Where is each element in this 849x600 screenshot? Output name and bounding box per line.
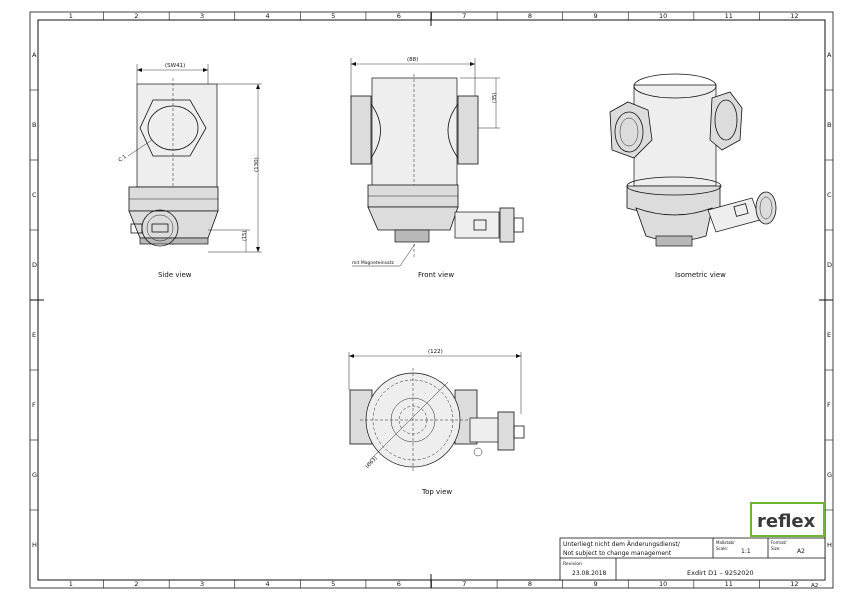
top-dim-diameter: (Ø63): [364, 455, 379, 470]
top-view-label: Top view: [421, 488, 452, 496]
note-de: Unterliegt nicht dem Änderungsdienst/: [563, 541, 681, 548]
zone-column-12: 12: [790, 580, 798, 588]
zone-row-F: F: [827, 401, 831, 409]
zone-column-7: 7: [462, 580, 466, 588]
side-chamfer-label: C 1: [118, 154, 128, 164]
zone-row-D: D: [32, 261, 37, 269]
zone-row-F: F: [32, 401, 36, 409]
zone-column-8: 8: [528, 12, 532, 20]
zone-row-G: G: [827, 471, 832, 479]
front-dim-side: (35): [492, 93, 498, 103]
zone-column-6: 6: [397, 12, 401, 20]
zone-column-11: 11: [725, 12, 733, 20]
zone-row-G: G: [32, 471, 37, 479]
zone-row-C: C: [32, 191, 37, 199]
zone-row-H: H: [32, 541, 37, 549]
title-block: Unterliegt nicht dem Änderungsdienst/ No…: [559, 537, 826, 589]
front-callout: mit Magneteinsatz: [352, 260, 394, 266]
format-value: A2: [797, 548, 805, 555]
zone-column-4: 4: [266, 580, 270, 588]
part-title: Exdirt D1 – 9252020: [687, 569, 754, 577]
zone-column-2: 2: [134, 580, 138, 588]
format-label-de: Format/: [771, 540, 787, 545]
side-view: (SW41) C 1 (130) (15) Side view: [118, 63, 262, 279]
zone-row-E: E: [827, 331, 831, 339]
zone-column-3: 3: [200, 580, 204, 588]
zone-column-9: 9: [593, 12, 597, 20]
logo-text: reflex: [757, 511, 816, 532]
revision-label: Revision: [563, 561, 582, 567]
zone-row-B: B: [827, 121, 831, 129]
zone-row-B: B: [32, 121, 36, 129]
zone-column-12: 12: [790, 12, 798, 20]
zone-column-5: 5: [331, 12, 335, 20]
top-view: (122) (Ø63) Top view: [348, 349, 525, 496]
zone-column-8: 8: [528, 580, 532, 588]
zone-column-10: 10: [659, 580, 667, 588]
scale-label-en: Scale:: [716, 546, 728, 551]
zone-column-5: 5: [331, 580, 335, 588]
zone-column-2: 2: [134, 12, 138, 20]
zone-row-A: A: [827, 51, 832, 59]
side-dim-height: (130): [254, 157, 260, 172]
reflex-logo: reflex: [750, 502, 825, 537]
zone-column-9: 9: [593, 580, 597, 588]
isometric-view: Isometric view: [609, 73, 777, 279]
scale-label-de: Maßstab/: [716, 540, 735, 545]
front-view-label: Front view: [418, 271, 454, 279]
zone-row-D: D: [827, 261, 832, 269]
zone-row-H: H: [827, 541, 832, 549]
front-dim-width: (88): [407, 57, 418, 63]
top-dim-width: (122): [428, 349, 443, 355]
revision-value: 23.08.2018: [572, 570, 607, 577]
zone-column-4: 4: [266, 12, 270, 20]
zone-column-10: 10: [659, 12, 667, 20]
front-view: (88) (35) mit Magneteinsatz Front view: [350, 57, 524, 279]
zone-column-1: 1: [69, 580, 73, 588]
zone-column-6: 6: [397, 580, 401, 588]
zone-row-A: A: [32, 51, 37, 59]
scale-value: 1:1: [741, 548, 751, 555]
zone-row-C: C: [827, 191, 832, 199]
format-label-en: Size:: [771, 546, 781, 551]
side-view-label: Side view: [158, 271, 192, 279]
zone-column-7: 7: [462, 12, 466, 20]
zone-column-3: 3: [200, 12, 204, 20]
zone-column-1: 1: [69, 12, 73, 20]
corner-size: A2: [811, 583, 818, 589]
note-en: Not subject to change management: [563, 550, 672, 557]
zone-column-11: 11: [725, 580, 733, 588]
zone-row-E: E: [32, 331, 36, 339]
side-dim-width: (SW41): [165, 63, 185, 69]
side-dim-small: (15): [242, 231, 248, 241]
isometric-view-label: Isometric view: [675, 271, 726, 279]
